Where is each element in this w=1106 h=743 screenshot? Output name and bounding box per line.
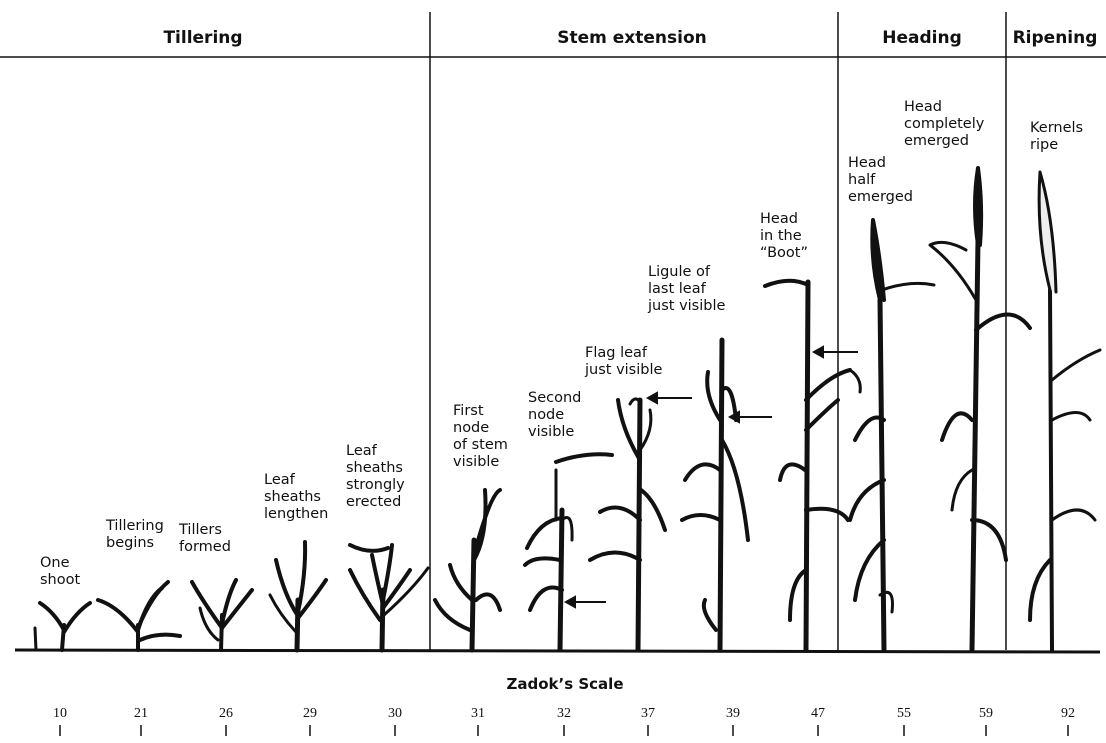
stage-label-line: just visible <box>584 362 662 378</box>
plant-drawing-21 <box>96 580 182 652</box>
stage-label-line: Ligule of <box>648 264 711 280</box>
stage-label-line: formed <box>179 539 231 555</box>
stage-label-line: last leaf <box>648 281 707 297</box>
scale-tick-label: 47 <box>811 706 825 721</box>
plant-drawing-26 <box>190 578 254 652</box>
stage-label-line: sheaths <box>346 460 403 476</box>
stage-label-line: lengthen <box>264 506 328 522</box>
stage-label-line: half <box>848 172 876 188</box>
stage-label-line: just visible <box>647 298 725 314</box>
stage-label-line: Tillering <box>105 518 164 534</box>
plant-drawing-37 <box>588 397 667 653</box>
plant-drawing-31 <box>433 488 502 653</box>
ground-line <box>14 648 1101 654</box>
stage-label-line: visible <box>453 454 499 470</box>
stage-label-line: Tillers <box>178 522 222 538</box>
plant-drawing-59 <box>928 166 1032 653</box>
stage-label-line: strongly <box>346 477 405 493</box>
stage-label-line: Head <box>760 211 798 227</box>
scale-tick-label: 92 <box>1061 706 1075 721</box>
stage-label-line: node <box>453 420 489 436</box>
stage-label-line: erected <box>346 494 401 510</box>
arrow-icon <box>563 595 606 609</box>
stage-label-line: “Boot” <box>760 245 808 261</box>
plant-drawing-30 <box>348 543 430 653</box>
scale-tick-label: 39 <box>726 706 740 721</box>
phase-label-ripening: Ripening <box>1013 28 1098 48</box>
arrow-icon <box>811 345 858 359</box>
scale-tick-label: 21 <box>134 706 148 721</box>
stage-label-line: of stem <box>453 437 508 453</box>
stage-label-line: begins <box>106 535 154 551</box>
stage-label-line: completely <box>904 116 985 132</box>
scale-tick-label: 59 <box>979 706 993 721</box>
stage-label-line: emerged <box>904 133 969 149</box>
phase-label-tillering: Tillering <box>163 28 242 48</box>
plant-drawing-55 <box>848 218 936 653</box>
stage-label-line: Kernels <box>1030 120 1083 136</box>
stage-label-line: sheaths <box>264 489 321 505</box>
scale-tick-label: 30 <box>388 706 402 721</box>
phase-label-heading: Heading <box>882 28 962 48</box>
stage-label-line: Second <box>528 390 581 406</box>
scale-tick-label: 26 <box>219 706 233 721</box>
scale-tick-label: 29 <box>303 706 317 721</box>
plant-drawing-29 <box>268 540 328 653</box>
plant-drawing-32 <box>523 452 614 653</box>
plant-drawing-10 <box>33 601 92 652</box>
arrow-icon <box>727 410 772 424</box>
stage-label-line: visible <box>528 424 574 440</box>
scale-tick-label: 32 <box>557 706 571 721</box>
stage-label-line: Head <box>848 155 886 171</box>
stage-label-line: One <box>40 555 70 571</box>
pointer-arrows <box>563 345 858 609</box>
scale-tick-label: 37 <box>641 706 655 721</box>
scale-axis: 10 21 26 29 30 31 32 37 39 47 55 59 92 <box>53 706 1075 736</box>
plant-drawing-39 <box>680 337 750 653</box>
scale-title: Zadok’s Scale <box>507 675 624 693</box>
plant-drawing-92 <box>1028 170 1102 652</box>
arrow-icon <box>645 391 692 405</box>
stage-label-line: Leaf <box>346 443 378 459</box>
frame <box>0 12 1106 654</box>
stage-label-line: in the <box>760 228 802 244</box>
stage-label-line: node <box>528 407 564 423</box>
scale-tick-label: 55 <box>897 706 911 721</box>
scale-tick-label: 10 <box>53 706 67 721</box>
stage-label-line: emerged <box>848 189 913 205</box>
plant-illustrations <box>33 166 1102 653</box>
stage-label-line: ripe <box>1030 137 1058 153</box>
plant-drawing-47 <box>763 278 862 653</box>
stage-label-line: Flag leaf <box>585 345 648 361</box>
stage-label-line: Leaf <box>264 472 296 488</box>
stage-label-line: Head <box>904 99 942 115</box>
phase-label-stem-extension: Stem extension <box>557 28 707 48</box>
scale-tick-label: 31 <box>471 706 485 721</box>
stage-label-line: shoot <box>40 572 80 588</box>
stage-label-line: First <box>453 403 484 419</box>
